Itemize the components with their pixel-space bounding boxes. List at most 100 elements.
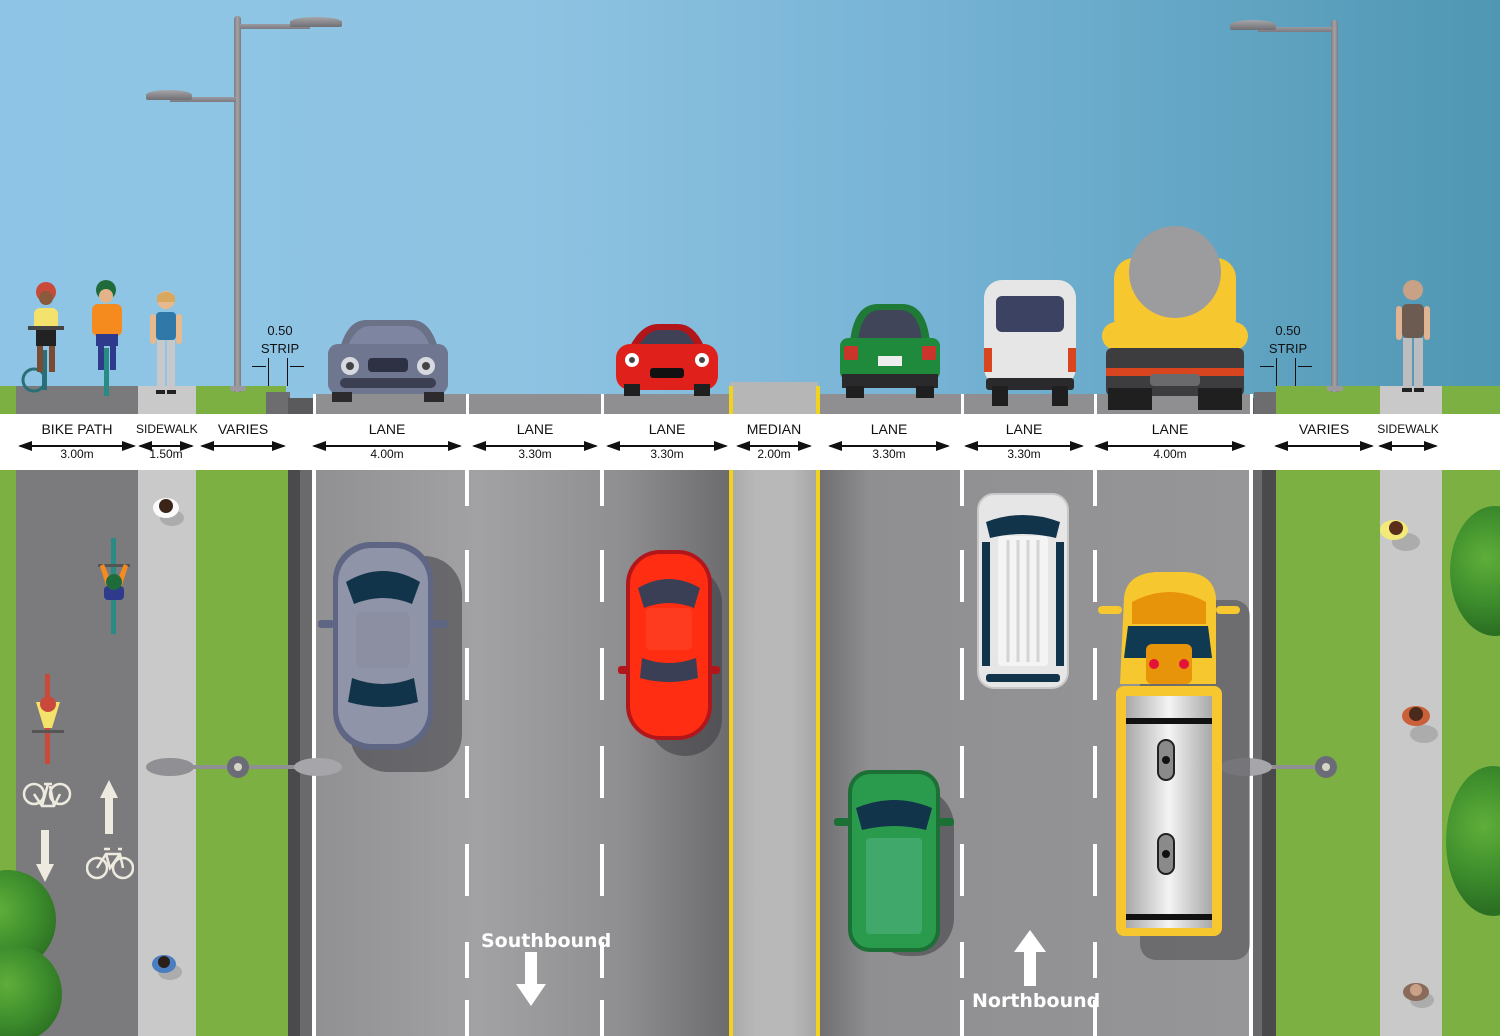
pedestrian-blue-icon: [150, 291, 182, 394]
dimension-label: LANE: [1151, 421, 1189, 437]
section-edge-line: [1250, 394, 1253, 414]
plan-view: Southbound Northbound: [0, 470, 1500, 1036]
dimension-value: 3.30m: [872, 447, 906, 461]
pedestrian-top-icon: [153, 498, 184, 526]
cyclist-orange-icon: [92, 280, 122, 396]
dimension-label: LANE: [368, 421, 406, 437]
dimension-label: LANE: [516, 421, 554, 437]
pedestrian-top-icon: [1380, 520, 1420, 551]
section-median-line: [729, 386, 733, 414]
double-arrow-icon: [606, 441, 728, 451]
northbound-arrow-icon: [1014, 930, 1046, 986]
dimension-lane-6: LANE 4.00m: [1092, 414, 1248, 470]
dimension-value: 3.00m: [60, 447, 94, 461]
tanker-truck-top-icon: [1098, 572, 1240, 936]
double-arrow-icon: [1274, 441, 1374, 451]
dimension-label: VARIES: [1298, 421, 1350, 437]
edge-line-right: [1249, 470, 1253, 1036]
section-grass-right: [1442, 386, 1500, 414]
dimension-lane-4: LANE 3.30m: [826, 414, 952, 470]
dimension-lane-2: LANE 3.30m: [470, 414, 600, 470]
section-lane-line: [961, 394, 964, 414]
cyclist-top-icon: [32, 674, 64, 764]
edge-line-left: [312, 470, 316, 1036]
plan-strip-left: [300, 470, 312, 1036]
double-arrow-icon: [828, 441, 950, 451]
dimension-varies-left: VARIES: [198, 414, 288, 470]
strip-label: STRIP: [1268, 341, 1308, 356]
dimension-label: LANE: [648, 421, 686, 437]
pedestrian-brown-icon: [1396, 280, 1430, 392]
dimension-label: LANE: [1005, 421, 1043, 437]
dimension-sidewalk-right: SIDEWALK: [1376, 414, 1440, 470]
dimension-varies-right: VARIES: [1272, 414, 1376, 470]
section-edge-line: [313, 394, 316, 414]
southbound-label: Southbound: [481, 930, 612, 952]
strip-value: 0.50: [1275, 323, 1301, 338]
strip-label: STRIP: [260, 341, 300, 356]
dimension-sidewalk-left: SIDEWALK 1.50m: [136, 414, 198, 470]
dimension-value: 3.30m: [1007, 447, 1041, 461]
street-light-plan-right-icon: [1220, 756, 1337, 778]
sedan-top-icon: [318, 542, 448, 750]
sedan-rear-icon: [328, 320, 448, 402]
southbound-arrow-icon: [516, 952, 546, 1006]
dimension-label: VARIES: [217, 421, 269, 437]
sports-car-rear-icon: [616, 324, 718, 396]
dimension-value: 1.50m: [149, 447, 183, 461]
dimension-value: 2.00m: [757, 447, 791, 461]
dimension-label: MEDIAN: [746, 421, 802, 437]
section-grass-left: [0, 386, 16, 414]
section-lane-line: [601, 394, 604, 414]
dimension-lane-5: LANE 3.30m: [962, 414, 1086, 470]
dimension-label: SIDEWALK: [136, 422, 198, 436]
dimension-label: LANE: [870, 421, 908, 437]
median-edge-line-left: [729, 470, 733, 1036]
double-arrow-icon: [472, 441, 598, 451]
cyclist-yellow-icon: [21, 282, 64, 393]
double-arrow-icon: [1094, 441, 1246, 451]
van-top-icon: [977, 493, 1069, 689]
section-curb-left: [266, 392, 290, 414]
double-arrow-icon: [736, 441, 812, 451]
plan-verge-left: [196, 470, 288, 1036]
double-arrow-icon: [138, 441, 194, 451]
plan-strip-right: [1250, 470, 1262, 1036]
pedestrian-top-icon: [1402, 706, 1438, 743]
dimension-lane-1: LANE 4.00m: [310, 414, 464, 470]
section-southbound-pavement: [314, 394, 730, 414]
northbound-label: Northbound: [972, 990, 1101, 1012]
dimension-bike-path: BIKE PATH 3.00m: [16, 414, 138, 470]
street-light-plan-left-icon: [146, 756, 342, 778]
dimension-value: 3.30m: [518, 447, 552, 461]
sports-car-top-icon: [618, 550, 720, 740]
dimension-value: 4.00m: [1153, 447, 1187, 461]
dimension-label: SIDEWALK: [1377, 422, 1439, 436]
hatchback-top-icon: [834, 770, 954, 952]
section-lane-line: [466, 394, 469, 414]
double-arrow-icon: [200, 441, 286, 451]
plan-verge-right: [1276, 470, 1380, 1036]
dimension-median: MEDIAN 2.00m: [734, 414, 814, 470]
arrow-down-marking-icon: [36, 830, 54, 882]
double-arrow-icon: [312, 441, 462, 451]
dimension-value: 3.30m: [650, 447, 684, 461]
plan-median: [730, 470, 818, 1036]
pedestrian-top-icon: [1403, 983, 1434, 1008]
strip-value: 0.50: [267, 323, 293, 338]
double-arrow-icon: [964, 441, 1084, 451]
section-lane-line: [1094, 394, 1097, 414]
double-arrow-icon: [1378, 441, 1438, 451]
plan-sidewalk-left: [138, 470, 196, 1036]
arrow-up-marking-icon: [100, 780, 118, 834]
pedestrian-top-icon: [152, 955, 182, 980]
dimension-label-band: BIKE PATH 3.00m SIDEWALK 1.50m VARIES LA…: [0, 414, 1500, 470]
dimension-value: 4.00m: [370, 447, 404, 461]
section-median-line: [816, 386, 820, 414]
dimension-lane-3: LANE 3.30m: [604, 414, 730, 470]
bicycle-marking-icon: [22, 782, 72, 808]
dimension-label: BIKE PATH: [41, 421, 113, 437]
van-rear-icon: [984, 280, 1076, 406]
bicycle-marking-icon: [86, 847, 134, 880]
sky-background: [0, 0, 1500, 414]
